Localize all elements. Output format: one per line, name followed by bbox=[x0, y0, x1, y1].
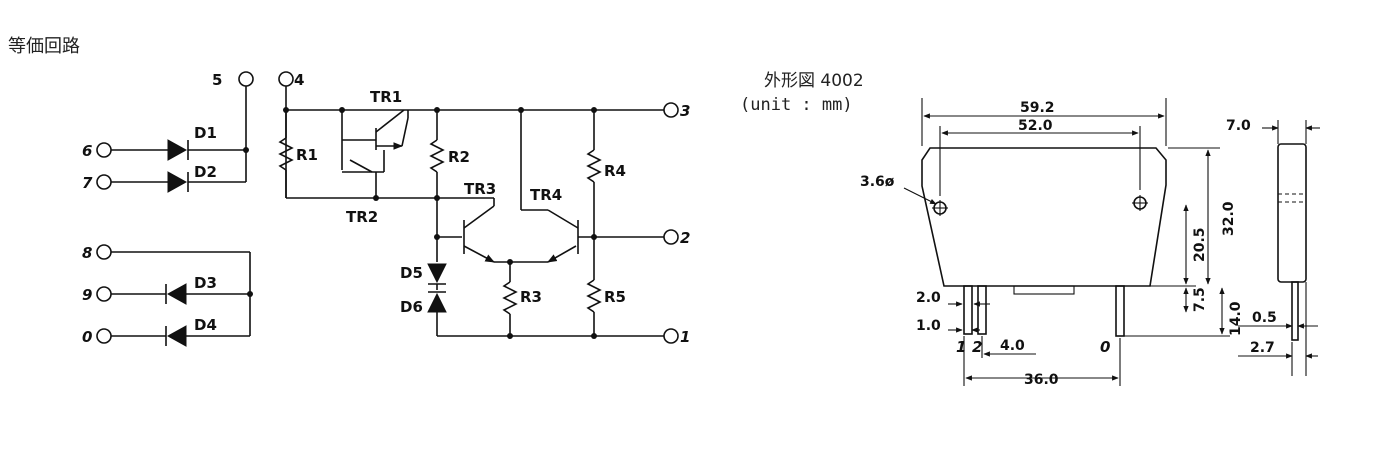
terminal-3 bbox=[663, 102, 679, 118]
terminal-6 bbox=[96, 142, 112, 158]
resistor-r4-symbol bbox=[586, 149, 602, 183]
diode-d3-symbol bbox=[166, 283, 187, 305]
package-outline bbox=[903, 98, 1320, 386]
label-tr2: TR2 bbox=[346, 208, 378, 226]
terminal-7 bbox=[96, 174, 112, 190]
dim-hole-spacing: 52.0 bbox=[1018, 118, 1053, 134]
dim-pin-b: 14.0 bbox=[1228, 301, 1244, 336]
dim-overall-height: 32.0 bbox=[1221, 201, 1237, 236]
label-d4: D4 bbox=[194, 316, 217, 334]
pin-mark-1: 1 bbox=[956, 338, 966, 356]
terminal-label-3: 3 bbox=[680, 102, 690, 120]
terminal-label-7: 7 bbox=[82, 174, 93, 192]
label-r5: R5 bbox=[604, 288, 626, 306]
pin-2 bbox=[977, 285, 987, 335]
terminal-label-5: 5 bbox=[212, 71, 222, 89]
terminal-label-8: 8 bbox=[82, 244, 92, 262]
dim-pin-pitch: 4.0 bbox=[1000, 338, 1025, 354]
terminal-label-4: 4 bbox=[294, 71, 304, 89]
diode-d5-symbol bbox=[427, 263, 447, 284]
label-r1: R1 bbox=[296, 146, 318, 164]
label-r3: R3 bbox=[520, 288, 542, 306]
label-d1: D1 bbox=[194, 124, 217, 142]
label-tr3: TR3 bbox=[464, 180, 496, 198]
label-tr1: TR1 bbox=[370, 88, 402, 106]
dim-pin-thickness: 1.0 bbox=[916, 318, 941, 334]
diode-d6-symbol bbox=[427, 292, 447, 313]
pin-0 bbox=[1115, 285, 1125, 337]
terminal-label-2: 2 bbox=[680, 229, 690, 247]
dim-pin-span: 36.0 bbox=[1024, 372, 1059, 388]
label-tr4: TR4 bbox=[530, 186, 562, 204]
dim-depth: 7.0 bbox=[1226, 118, 1251, 134]
resistor-r5-symbol bbox=[586, 279, 602, 313]
terminal-8 bbox=[96, 244, 112, 260]
terminal-4 bbox=[278, 71, 294, 87]
terminal-5 bbox=[238, 71, 254, 87]
label-d5: D5 bbox=[400, 264, 423, 282]
dim-hole-diameter: 3.6ø bbox=[860, 174, 895, 190]
pin-mark-0: 0 bbox=[1100, 338, 1110, 356]
diode-group-left bbox=[96, 86, 287, 347]
terminal-1 bbox=[663, 328, 679, 344]
resistor-r2-symbol bbox=[429, 139, 445, 173]
diode-d2-symbol bbox=[167, 171, 188, 193]
darlington-section bbox=[278, 102, 679, 344]
terminal-2 bbox=[663, 229, 679, 245]
label-d6: D6 bbox=[400, 298, 423, 316]
package-body bbox=[921, 147, 1167, 287]
dim-lead-thickness: 0.5 bbox=[1252, 310, 1277, 326]
label-d2: D2 bbox=[194, 163, 217, 181]
outline-unit: (unit : mm) bbox=[740, 95, 853, 115]
dim-lead-offset: 2.7 bbox=[1250, 340, 1275, 356]
terminal-label-6: 6 bbox=[82, 142, 92, 160]
circuit-title: 等価回路 bbox=[8, 36, 80, 57]
terminal-label-0: 0 bbox=[82, 328, 92, 346]
pin-mark-2: 2 bbox=[972, 338, 982, 356]
label-r4: R4 bbox=[604, 162, 626, 180]
terminal-0 bbox=[96, 328, 112, 344]
resistor-r1-symbol bbox=[278, 137, 294, 171]
diode-d4-symbol bbox=[166, 325, 187, 347]
pin-1 bbox=[963, 285, 973, 335]
label-d3: D3 bbox=[194, 274, 217, 292]
dim-overall-width: 59.2 bbox=[1020, 100, 1055, 116]
dim-pin-a: 7.5 bbox=[1192, 287, 1208, 312]
diode-d1-symbol bbox=[167, 139, 188, 161]
package-side-view bbox=[1277, 143, 1307, 283]
label-r2: R2 bbox=[448, 148, 470, 166]
terminal-label-1: 1 bbox=[680, 328, 690, 346]
terminal-9 bbox=[96, 286, 112, 302]
dim-pin-width: 2.0 bbox=[916, 290, 941, 306]
dim-hole-height: 20.5 bbox=[1192, 227, 1208, 262]
resistor-r3-symbol bbox=[502, 281, 518, 315]
outline-heading: 外形図 4002 bbox=[764, 71, 864, 91]
terminal-label-9: 9 bbox=[82, 286, 92, 304]
